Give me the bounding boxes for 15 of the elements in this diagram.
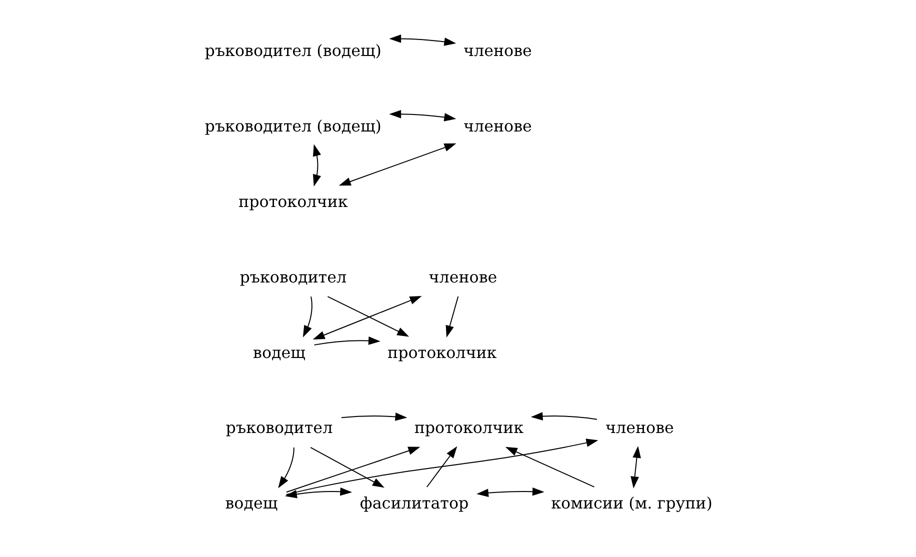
node-text: членове — [428, 267, 497, 286]
node-text: комисии (м. групи) — [550, 494, 712, 513]
node-text: ръководител (водещ) — [204, 116, 382, 136]
node-text: фасилитатор — [359, 494, 468, 513]
node-text: водещ — [252, 342, 305, 362]
node-text: ръководител — [239, 267, 346, 286]
node-text: протоколчик — [414, 418, 524, 438]
node-text: ръководител — [225, 418, 332, 438]
node-text: членове — [463, 40, 532, 60]
node-text: членове — [605, 418, 674, 438]
node-text: водещ — [224, 494, 278, 513]
node-text: ръководител (водещ) — [204, 40, 382, 60]
node-text: членове — [463, 116, 532, 136]
node-text: протоколчик — [387, 342, 496, 362]
node-text: протоколчик — [238, 192, 348, 211]
